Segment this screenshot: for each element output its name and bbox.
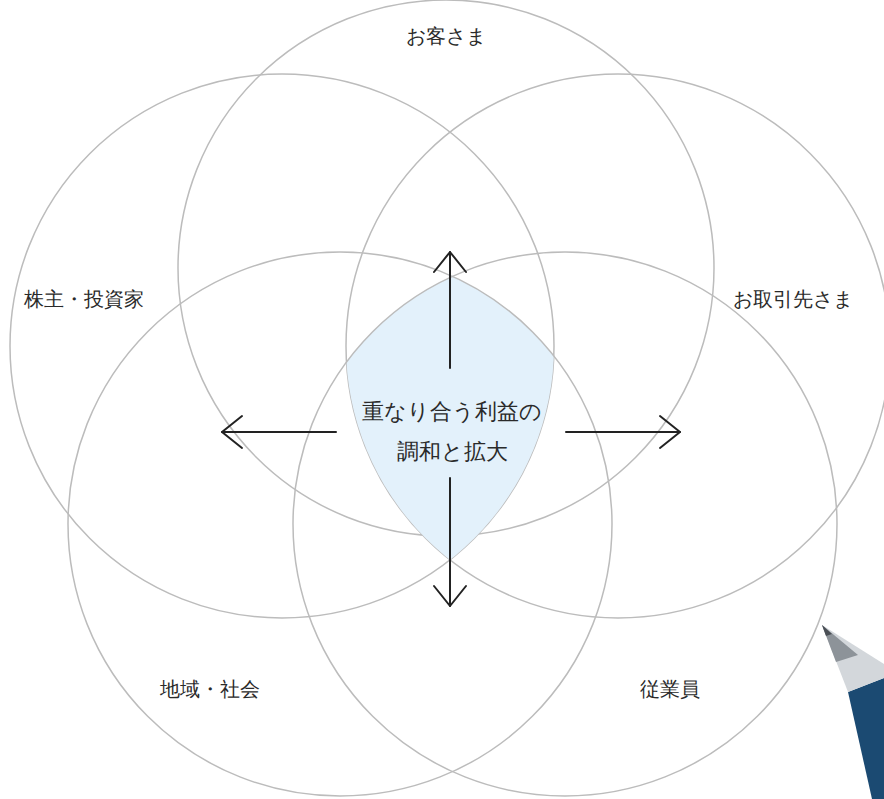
stakeholder-label: 地域・社会: [160, 677, 260, 701]
arrow-head: [434, 586, 466, 606]
stakeholder-circle: 地域・社会: [68, 252, 612, 796]
node-outline: [68, 252, 612, 796]
arrow-up: [449, 252, 451, 368]
arrow-head: [222, 416, 242, 448]
arrow-head: [434, 252, 466, 272]
pencil: [822, 625, 884, 799]
node-outline: [293, 252, 837, 796]
arrow-head: [660, 416, 680, 448]
arrow-down: [449, 478, 451, 606]
center-text: 重なり合う利益の 調和と拡大: [352, 392, 552, 471]
arrow-left: [222, 431, 336, 433]
stakeholder-label: 株主・投資家: [24, 287, 144, 311]
stakeholder-circle: 従業員: [293, 252, 837, 796]
arrow-right: [566, 431, 680, 433]
stakeholder-label: 従業員: [640, 677, 700, 701]
stakeholder-label: お客さま: [406, 24, 486, 48]
stakeholder-label: お取引先さま: [733, 287, 853, 311]
